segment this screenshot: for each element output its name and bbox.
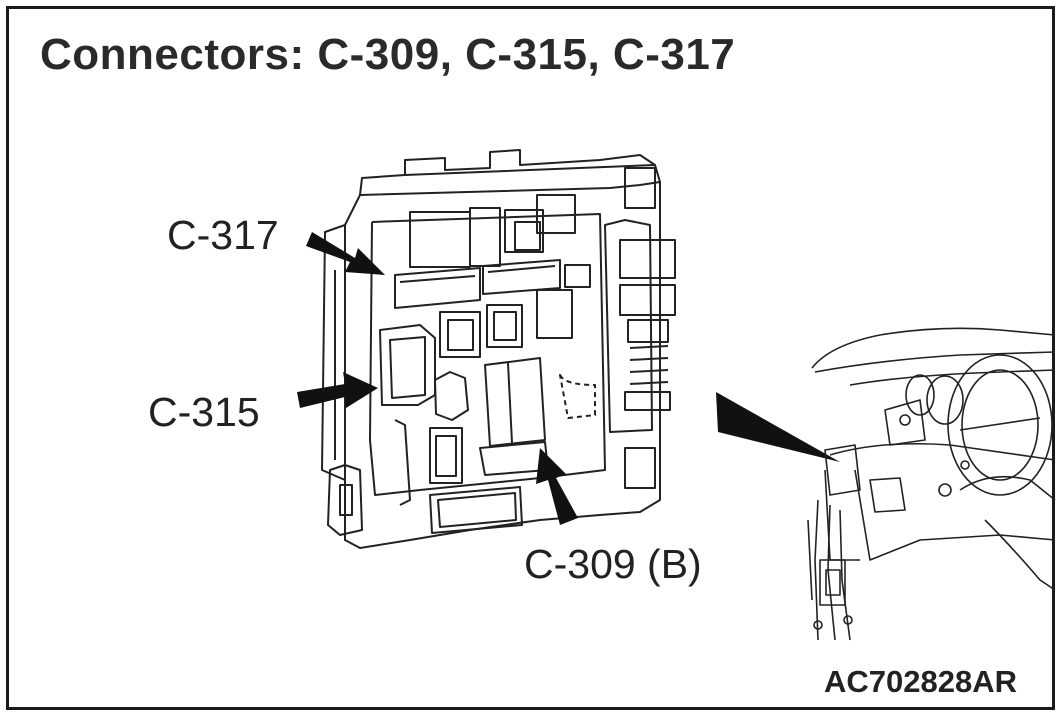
arrow-c315 <box>297 372 378 408</box>
callout-c309: C-309 (B) <box>524 541 702 587</box>
dashboard-location-view <box>807 327 1056 641</box>
figure-frame <box>6 6 1055 710</box>
arrow-c309 <box>536 448 578 525</box>
callout-c317: C-317 <box>167 212 279 258</box>
location-pointer <box>716 392 840 462</box>
callout-c315: C-315 <box>148 389 260 435</box>
junction-block <box>321 149 676 549</box>
diagram-title: Connectors: C-309, C-315, C-317 <box>40 30 736 79</box>
arrow-c317 <box>306 232 385 275</box>
figure-id: AC702828AR <box>824 664 1017 699</box>
